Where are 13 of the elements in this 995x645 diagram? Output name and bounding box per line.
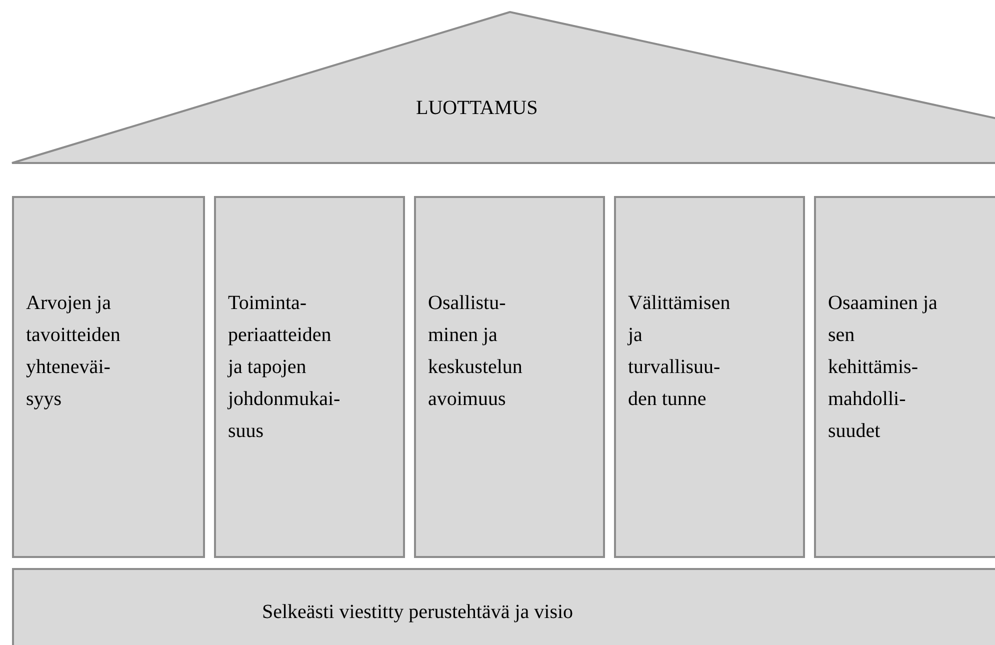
pillar-box xyxy=(414,196,605,558)
pillar-box xyxy=(814,196,995,558)
label-text: Toiminta- periaatteiden ja tapojen johdonmukai- suus xyxy=(228,291,342,444)
pillar-box xyxy=(12,196,205,558)
label-text: Osallistu- minen ja keskustelun avoimuus xyxy=(428,291,524,412)
foundation-bar xyxy=(12,568,995,645)
label-text: Arvojen ja tavoitteiden yhteneväi- syys xyxy=(26,291,122,412)
pillar-box xyxy=(214,196,405,558)
label-text: Välittämisen ja turvallisuu- den tunne xyxy=(628,291,732,412)
label-text: Osaaminen ja sen kehittämis- mahdolli- suudet xyxy=(828,291,938,444)
label-text: Selkeästi viestitty perustehtävä ja visio xyxy=(262,600,574,625)
label-text: LUOTTAMUS xyxy=(416,96,538,121)
pillar-box xyxy=(614,196,805,558)
